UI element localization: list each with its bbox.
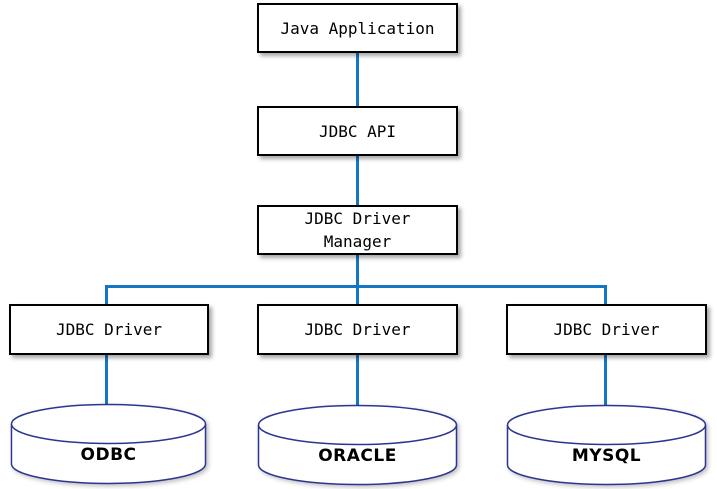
- node-label: Java Application: [280, 18, 435, 38]
- node-java-application: Java Application: [257, 3, 458, 53]
- node-label: JDBC API: [318, 121, 397, 141]
- node-database-oracle: ORACLE: [257, 404, 458, 486]
- database-cylinder-icon: [506, 404, 707, 486]
- node-database-mysql: MYSQL: [506, 404, 707, 486]
- connector-driver-to-mysql: [604, 355, 607, 407]
- connector-branch-left: [105, 287, 108, 304]
- node-jdbc-driver-manager: JDBC Driver Manager: [257, 205, 458, 255]
- node-jdbc-driver-odbc: JDBC Driver: [9, 304, 209, 355]
- connector-java-to-api: [356, 53, 359, 106]
- database-label: ODBC: [80, 445, 137, 465]
- database-cylinder-icon: [10, 403, 207, 485]
- node-jdbc-api: JDBC API: [257, 106, 458, 156]
- node-label: JDBC Driver: [304, 320, 411, 339]
- database-label: MYSQL: [571, 446, 642, 466]
- node-label-line2: Manager: [323, 232, 392, 251]
- node-jdbc-driver-mysql: JDBC Driver: [506, 304, 707, 355]
- connector-api-to-manager: [356, 156, 359, 205]
- node-database-odbc: ODBC: [10, 403, 207, 485]
- node-label-line1: JDBC Driver: [304, 209, 411, 228]
- node-jdbc-driver-oracle: JDBC Driver: [257, 304, 458, 355]
- connector-branch-horizontal: [105, 285, 607, 288]
- node-label: JDBC Driver: [553, 320, 660, 339]
- connector-driver-to-odbc: [105, 355, 108, 407]
- connector-branch-right: [604, 287, 607, 304]
- node-label: JDBC Driver: [56, 320, 162, 339]
- database-label: ORACLE: [318, 446, 397, 466]
- database-cylinder-icon: [257, 404, 458, 486]
- connector-driver-to-oracle: [356, 355, 359, 407]
- connector-manager-to-middle: [356, 255, 359, 304]
